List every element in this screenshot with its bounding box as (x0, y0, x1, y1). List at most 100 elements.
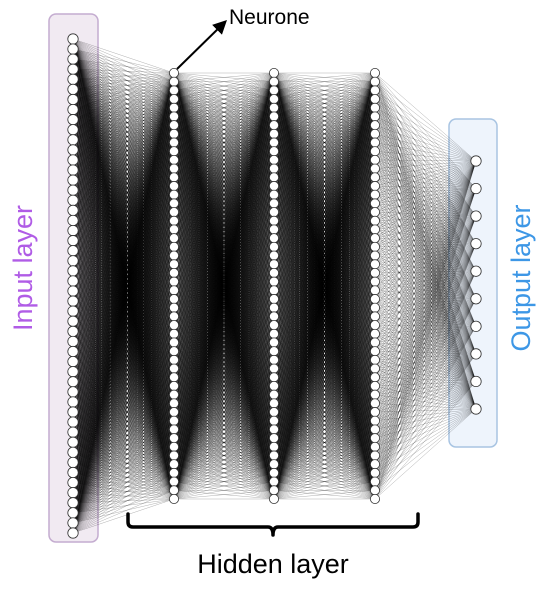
hidden-neuron (168, 137, 179, 148)
hidden-neuron (369, 346, 380, 357)
hidden-neuron (168, 181, 179, 192)
output-neuron (470, 375, 482, 388)
hidden-neuron (369, 398, 380, 409)
output-neuron (470, 210, 482, 222)
hidden-neuron (168, 459, 179, 470)
hidden-neuron (168, 415, 179, 426)
output-layer-box (448, 118, 498, 448)
hidden-neuron (168, 302, 179, 313)
hidden-neuron (168, 267, 179, 278)
hidden-neuron (268, 233, 279, 244)
neuron-label: Neurone (229, 6, 310, 29)
hidden-neuron (168, 320, 179, 331)
hidden-neuron (369, 354, 380, 365)
hidden-neuron (268, 311, 279, 322)
output-neuron (470, 348, 482, 360)
neurons (67, 33, 482, 539)
hidden-neuron (268, 380, 279, 391)
hidden-neuron (369, 380, 380, 391)
output-neuron (470, 265, 482, 277)
hidden-neuron (268, 259, 279, 270)
input-neuron (67, 194, 79, 206)
hidden-neuron (369, 285, 380, 296)
hidden-neuron (268, 363, 279, 374)
hidden-neuron (268, 407, 279, 418)
output-layer-label: Output layer (506, 204, 536, 351)
hidden-neuron (369, 76, 380, 87)
hidden-neuron (168, 94, 179, 105)
input-neuron (67, 63, 79, 75)
hidden-neuron (268, 450, 279, 461)
input-neuron (67, 174, 79, 186)
input-neuron (67, 255, 79, 267)
hidden-neuron (369, 137, 380, 148)
hidden-neuron (168, 111, 179, 122)
input-neuron (67, 345, 79, 358)
hidden-neuron (369, 111, 380, 122)
hidden-neuron (168, 189, 179, 200)
input-neuron (67, 476, 79, 489)
hidden-neuron (168, 493, 179, 504)
hidden-neuron (268, 276, 279, 287)
hidden-neuron (369, 424, 380, 435)
hidden-neuron (268, 294, 279, 305)
hidden-neuron (268, 302, 279, 313)
hidden-neuron (369, 328, 380, 339)
hidden-neuron (268, 433, 279, 444)
hidden-neuron (369, 415, 380, 426)
hidden-neuron (369, 476, 380, 487)
hidden-neuron (168, 172, 179, 183)
hidden-neuron (168, 433, 179, 444)
input-neuron (67, 164, 79, 176)
hidden-neuron (168, 241, 179, 252)
input-neuron (67, 376, 79, 388)
input-neuron (67, 466, 79, 479)
hidden-neuron (268, 441, 279, 452)
output-neuron (470, 293, 482, 305)
hidden-neuron (168, 120, 179, 131)
hidden-neuron (369, 267, 380, 278)
hidden-neuron (268, 207, 279, 218)
input-neuron (67, 446, 79, 458)
hidden-neuron (268, 128, 279, 139)
hidden-neuron (268, 146, 279, 157)
input-neuron (67, 335, 79, 348)
hidden-neuron (369, 276, 380, 287)
hidden-neuron (268, 172, 279, 183)
output-neuron (470, 155, 482, 167)
input-neuron (67, 43, 79, 55)
hidden-neuron (268, 189, 279, 200)
hidden-neuron (168, 476, 179, 487)
hidden-neuron (369, 441, 380, 452)
hidden-neuron (168, 207, 179, 218)
hidden-neuron (369, 302, 380, 313)
hidden-neuron (268, 485, 279, 496)
input-neuron (67, 295, 79, 307)
hidden-neuron (168, 311, 179, 322)
hidden-neuron (168, 233, 179, 244)
input-neuron (67, 416, 79, 428)
hidden-neuron (168, 224, 179, 235)
hidden-neuron (268, 337, 279, 348)
hidden-neuron (168, 424, 179, 435)
hidden-layer-label: Hidden layer (197, 549, 349, 579)
hidden-neuron (369, 433, 380, 444)
hidden-layer-brace (126, 512, 420, 537)
output-neuron (470, 238, 482, 250)
hidden-neuron (369, 215, 380, 226)
input-neuron (67, 224, 79, 237)
hidden-neuron (168, 398, 179, 409)
hidden-neuron (268, 415, 279, 426)
input-neuron (67, 33, 79, 45)
hidden-neuron (369, 85, 380, 96)
hidden-neuron (369, 467, 380, 478)
input-layer-label: Input layer (8, 205, 38, 331)
hidden-neuron (369, 372, 380, 383)
hidden-neuron (369, 120, 380, 131)
hidden-neuron (369, 337, 380, 348)
hidden-neuron (369, 493, 380, 504)
hidden-neuron (369, 259, 380, 270)
hidden-neuron (168, 154, 179, 165)
hidden-neuron (369, 450, 380, 461)
input-neuron (67, 406, 79, 418)
